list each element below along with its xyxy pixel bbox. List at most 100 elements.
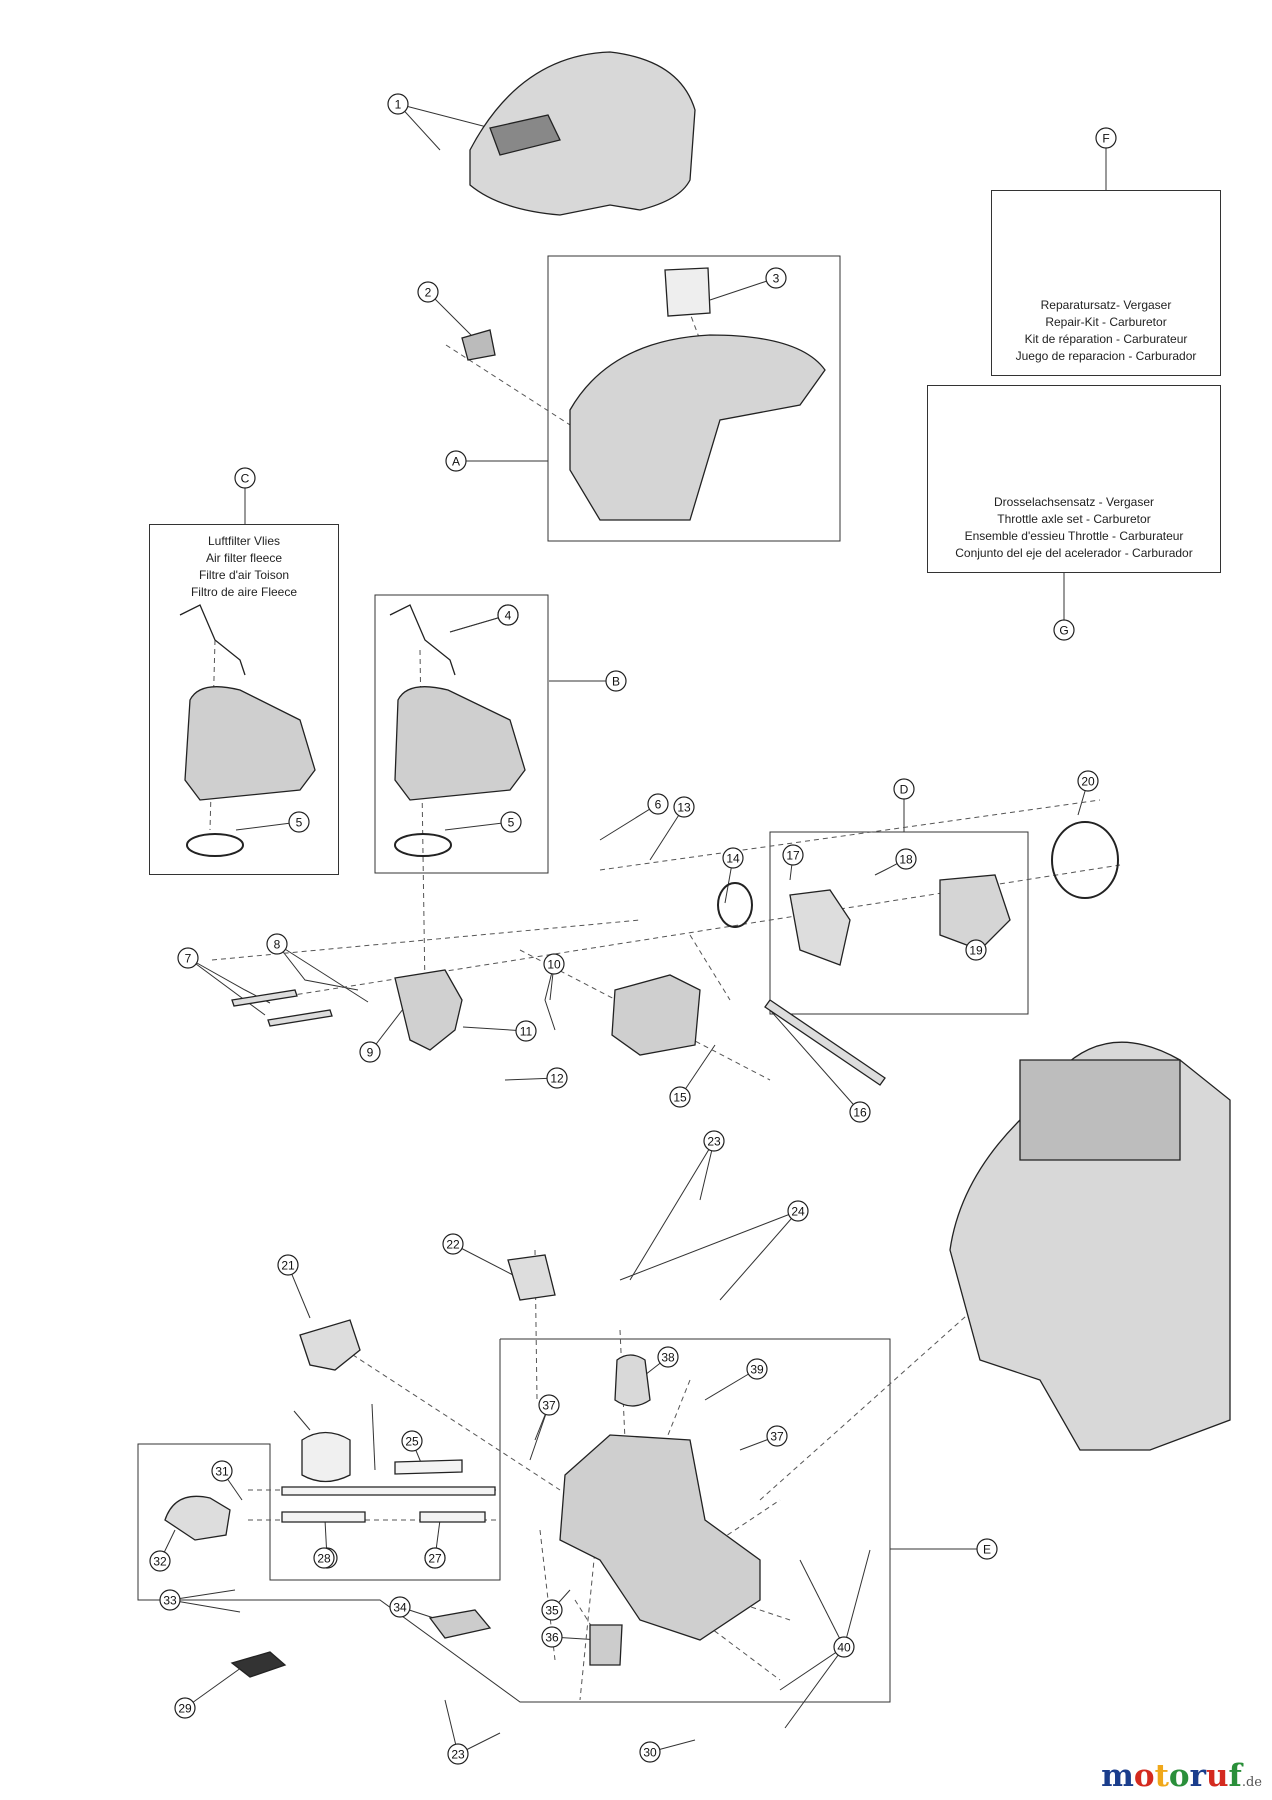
callout-circle xyxy=(442,1233,464,1255)
logo-wordmark: motoruf xyxy=(1101,1758,1242,1794)
leader-line xyxy=(843,1549,871,1648)
callout-circle xyxy=(359,1041,381,1063)
kit-callout-e: E xyxy=(976,1538,998,1560)
leader-line xyxy=(276,943,369,1003)
callout-circle xyxy=(401,1430,423,1452)
callout-label: 35 xyxy=(545,1604,559,1618)
grip-29 xyxy=(230,1651,287,1678)
callout-circle xyxy=(424,1547,446,1569)
callout-circle xyxy=(746,1358,768,1380)
bolt xyxy=(267,1009,333,1027)
callout-label: 24 xyxy=(791,1205,805,1219)
kit-c-line-fr: Filtre d'air Toison xyxy=(198,568,290,582)
leader-line xyxy=(544,963,556,1031)
top-cover-icon xyxy=(469,51,696,216)
part-callout-13: 13 xyxy=(673,796,695,818)
callout-circle xyxy=(765,267,787,289)
callout-circle xyxy=(965,939,987,961)
callout-label: 37 xyxy=(770,1430,784,1444)
motoruf-logo: motoruf.de xyxy=(1101,1758,1262,1794)
callout-circle xyxy=(647,793,669,815)
gasket-ring xyxy=(186,833,244,857)
leader-line xyxy=(629,1140,715,1281)
part-callout-9: 9 xyxy=(359,1041,381,1063)
callout-label: 40 xyxy=(837,1641,851,1655)
kit-f-line-es: Juego de reparacion - Carburador xyxy=(1015,349,1197,363)
part-callout-32: 32 xyxy=(149,1550,171,1572)
callout-label: 38 xyxy=(661,1351,675,1365)
part-callout-11: 11 xyxy=(515,1020,537,1042)
kit-g-line-fr: Ensemble d'essieu Throttle - Carburateur xyxy=(964,529,1184,543)
kit-callout-g: G xyxy=(1053,619,1075,641)
leader-line xyxy=(169,1599,241,1613)
callout-label: 36 xyxy=(545,1631,559,1645)
callout-circle xyxy=(387,93,409,115)
callout-label: 8 xyxy=(274,938,281,952)
part-callout-18: 18 xyxy=(895,848,917,870)
callout-label: 21 xyxy=(281,1259,295,1273)
callout-label: 23 xyxy=(451,1748,465,1762)
callout-label: 19 xyxy=(969,944,983,958)
part-callout-2: 2 xyxy=(417,281,439,303)
callout-label: E xyxy=(983,1543,991,1557)
part-callout-24: 24 xyxy=(787,1200,809,1222)
callout-circle xyxy=(447,1743,469,1765)
leader-line xyxy=(784,1646,845,1729)
part-callout-22: 22 xyxy=(442,1233,464,1255)
gasket-ring xyxy=(394,833,452,857)
callout-label: 18 xyxy=(899,853,913,867)
callout-label: 7 xyxy=(185,952,192,966)
dashed-line xyxy=(534,1249,538,1401)
dashed-line xyxy=(519,949,771,1081)
callout-label: 32 xyxy=(153,1555,167,1569)
callout-label: 1 xyxy=(395,98,402,112)
kit-box-g: Drosselachsensatz - Vergaser Throttle ax… xyxy=(927,385,1221,573)
spring-clip xyxy=(389,604,456,676)
spring-clip xyxy=(179,604,246,676)
part-callout-35: 35 xyxy=(541,1599,563,1621)
callout-label: A xyxy=(452,455,460,469)
bolt xyxy=(231,989,298,1007)
callout-circle xyxy=(288,811,310,833)
part-callout-39: 39 xyxy=(746,1358,768,1380)
dashed-line xyxy=(699,1619,781,1681)
callout-circle xyxy=(669,1086,691,1108)
leader-line xyxy=(599,803,659,841)
callout-label: 33 xyxy=(163,1594,177,1608)
callout-circle xyxy=(1095,127,1117,149)
callout-circle xyxy=(234,467,256,489)
callout-label: 13 xyxy=(677,801,691,815)
dashed-line xyxy=(329,1339,561,1491)
part-callout-23: 23 xyxy=(703,1130,725,1152)
kit-g-line-de: Drosselachsensatz - Vergaser xyxy=(993,495,1155,509)
leader-line xyxy=(427,291,477,341)
callout-label: 3 xyxy=(773,272,780,286)
kit-c-line-en: Air filter fleece xyxy=(205,551,283,565)
callout-circle xyxy=(546,1067,568,1089)
callout-circle xyxy=(313,1547,335,1569)
callout-label: 2 xyxy=(425,286,432,300)
top-cover-window xyxy=(489,114,561,156)
rod xyxy=(764,999,886,1086)
part-callout-40: 40 xyxy=(833,1636,855,1658)
callout-circle xyxy=(266,933,288,955)
part-callout-28: 28 xyxy=(313,1547,335,1569)
part-callout-31: 31 xyxy=(211,1460,233,1482)
tube-27 xyxy=(394,1459,463,1475)
part-callout-34: 34 xyxy=(389,1596,411,1618)
dashed-line xyxy=(579,1499,601,1701)
air-filter-housing-icon xyxy=(184,686,316,801)
intake-flange xyxy=(789,889,851,966)
kit-box-a xyxy=(547,255,841,542)
kit-box-f: Reparatursatz- Vergaser Repair-Kit - Car… xyxy=(991,190,1221,376)
callout-label: 31 xyxy=(215,1465,229,1479)
callout-circle xyxy=(849,1101,871,1123)
part-callout-1: 1 xyxy=(387,93,409,115)
callout-circle xyxy=(500,811,522,833)
callout-label: 6 xyxy=(655,798,662,812)
dashed-line xyxy=(599,799,1101,871)
part-drawings xyxy=(164,51,1231,1678)
leader-line xyxy=(444,821,512,831)
callout-label: F xyxy=(1102,132,1109,146)
callout-circle xyxy=(787,1200,809,1222)
